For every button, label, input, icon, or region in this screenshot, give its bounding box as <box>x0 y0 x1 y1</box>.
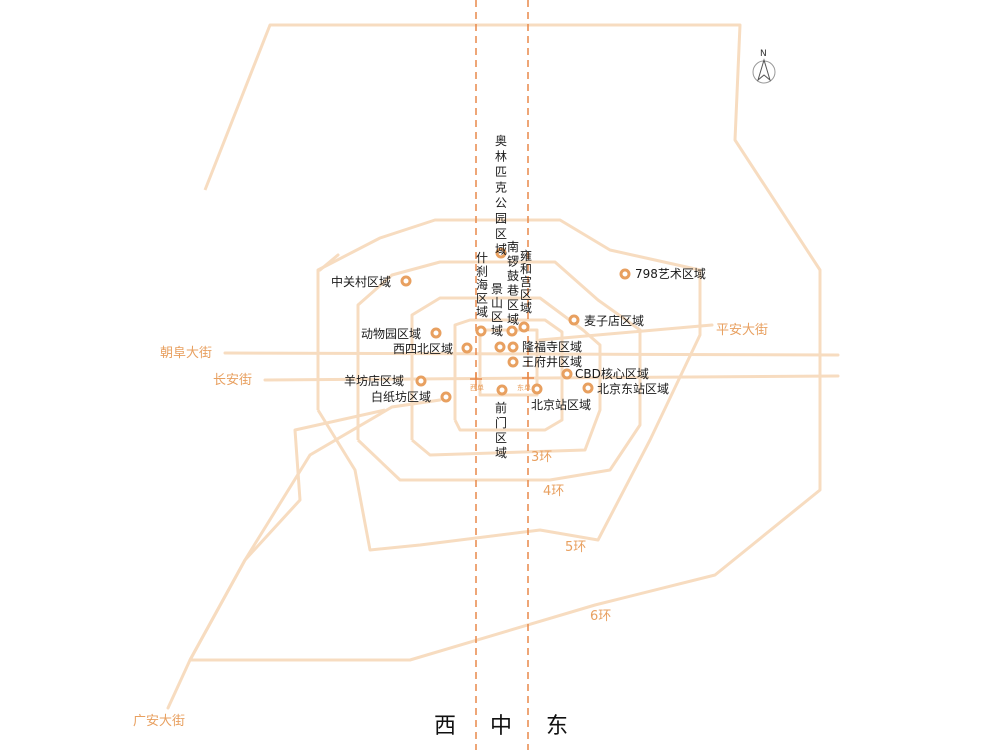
poi-label-jingshan: 景山区域 <box>491 282 503 338</box>
ring-road-3 <box>410 296 602 457</box>
poi-dot-cbd[interactable] <box>561 368 573 380</box>
chaofu-road-label: 朝阜大街 <box>160 345 212 361</box>
ring-road-6 <box>188 23 822 662</box>
poi-dot-qianmen[interactable] <box>496 384 508 396</box>
poi-dot-maizidian[interactable] <box>568 314 580 326</box>
poi-dot-olympic[interactable] <box>495 247 507 259</box>
poi-label-longfusi: 隆福寺区域 <box>522 339 582 354</box>
ring-4-label: 4环 <box>543 484 564 499</box>
poi-label-beijingdong: 北京东站区域 <box>597 382 669 396</box>
changan-road-line <box>263 374 840 382</box>
ring-road-5 <box>316 218 702 552</box>
poi-label-yonghegong: 雍和宫区域 <box>520 248 532 315</box>
ring-5-label: 5环 <box>565 540 586 555</box>
poi-label-xisibei: 西四北区域 <box>393 342 453 356</box>
poi-label-798: 798艺术区域 <box>635 267 706 281</box>
poi-dot-nanluogu[interactable] <box>506 325 518 337</box>
poi-label-shichahai: 什刹海区域 <box>476 251 488 319</box>
zone-label-center: 中 <box>490 714 514 739</box>
poi-dot-jingshan[interactable] <box>494 341 506 353</box>
chaofu-road-line <box>223 351 840 357</box>
poi-label-nanluogu: 南锣鼓巷区域 <box>507 239 519 327</box>
poi-dot-shichahai[interactable] <box>475 325 487 337</box>
poi-dot-longfusi[interactable] <box>507 341 519 353</box>
poi-label-wangfujing: 王府井区域 <box>522 354 582 369</box>
ring-road-2 <box>453 318 564 432</box>
guangan-road-line <box>166 398 442 710</box>
poi-label-yangfangdian: 羊坊店区域 <box>344 373 404 388</box>
guangan-road-label: 广安大街 <box>133 714 185 729</box>
poi-dot-beijingzhan[interactable] <box>531 383 543 395</box>
inner-city-block <box>478 328 539 397</box>
zone-label-west: 西 <box>434 714 458 739</box>
compass-north-label: N <box>760 49 767 59</box>
pingan-road-label: 平安大街 <box>716 323 768 338</box>
dongdan-station-label: 东单 <box>517 383 531 392</box>
poi-dot-zoo[interactable] <box>430 327 442 339</box>
poi-dot-yangfangdian[interactable] <box>415 375 427 387</box>
poi-dot-zhongguancun[interactable] <box>400 275 412 287</box>
poi-dot-yonghegong[interactable] <box>518 321 530 333</box>
dongdan-station-marker <box>522 372 534 384</box>
northwest-road-line <box>318 253 340 272</box>
xidan-station-label: 西单 <box>470 383 484 392</box>
poi-label-olympic: 奥林匹克公园区域 <box>495 134 507 257</box>
xidan-station-marker <box>470 373 482 385</box>
changan-road-label: 长安街 <box>213 373 252 388</box>
poi-dot-beijingdong[interactable] <box>582 382 594 394</box>
pingan-road-line <box>538 323 714 342</box>
poi-dot-798[interactable] <box>619 268 631 280</box>
ring-3-label: 3环 <box>531 450 552 465</box>
poi-dot-xisibei[interactable] <box>461 342 473 354</box>
poi-label-beijingzhan: 北京站区域 <box>531 398 591 412</box>
ring-road-4 <box>356 260 642 482</box>
north-arrow-icon <box>752 58 776 84</box>
poi-label-baizhifang: 白纸坊区域 <box>371 389 431 404</box>
poi-label-zhongguancun: 中关村区域 <box>331 274 391 289</box>
poi-label-zoo: 动物园区域 <box>361 327 421 341</box>
zone-label-east: 东 <box>546 714 570 739</box>
poi-label-qianmen: 前门区域 <box>495 400 507 460</box>
poi-label-maizidian: 麦子店区域 <box>584 314 644 328</box>
poi-label-cbd: CBD核心区域 <box>575 367 649 381</box>
ring-6-label: 6环 <box>590 609 611 624</box>
poi-dot-wangfujing[interactable] <box>507 356 519 368</box>
poi-dot-baizhifang[interactable] <box>440 391 452 403</box>
